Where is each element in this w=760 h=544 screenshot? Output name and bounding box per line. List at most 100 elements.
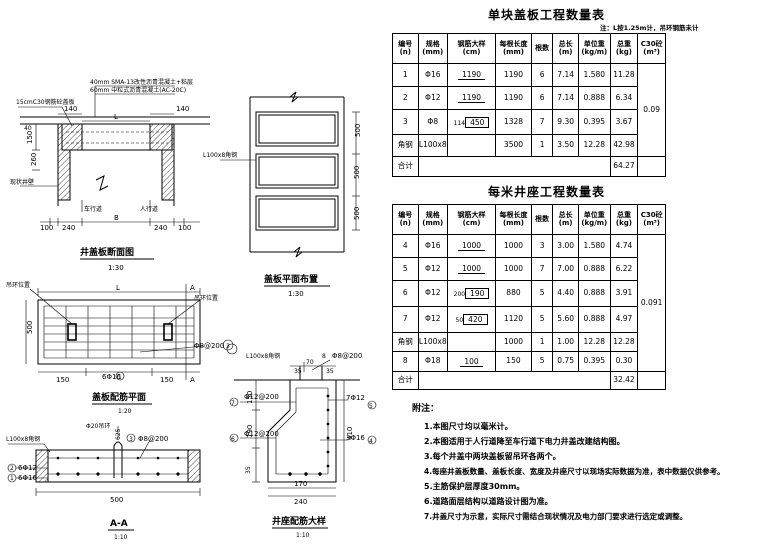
table1-title: 单块盖板工程数量表	[488, 8, 606, 22]
label-hook-left: 吊环位置	[6, 281, 30, 289]
dim-seat-70: 70	[306, 359, 314, 366]
aa-hook	[113, 441, 123, 478]
table2-title: 每米井座工程数量表	[488, 185, 606, 199]
notes: 附注： 1.本图尺寸均以毫米计。 2.本图适用于人行道降至车行道下电力井盖改建结…	[412, 402, 752, 524]
plan-title: 盖板平面布置	[264, 273, 318, 285]
t1-h-total: 总长(m)	[552, 33, 579, 64]
rebar-plan-scale: 1:20	[118, 408, 132, 415]
dim-seat-240: 240	[294, 498, 307, 506]
t2-concrete: 0.091	[637, 234, 666, 372]
label-aa-bar1-no: 1	[10, 475, 14, 482]
dim-plan-500-b: 500	[353, 166, 361, 179]
section-drawing: 40mm SMA-13改性沥青混凝土+粘层 60mm 中粒式沥青混凝土(AC-2…	[10, 78, 210, 272]
t1-h-concrete: C30砼(m³)	[637, 33, 666, 64]
seat-left	[57, 123, 83, 201]
label-layer1: 40mm SMA-13改性沥青混凝土+粘层	[90, 78, 193, 86]
note-item: 6.道路面层结构以道路设计图为准。	[424, 497, 553, 506]
label-rebar-bar3: Φ8@200	[194, 342, 224, 350]
label-seat-bar6-no: 6	[231, 436, 235, 443]
t1-h-len: 每根长度(mm)	[495, 33, 532, 64]
seat-scale: 1:10	[296, 532, 310, 539]
dim-seat-170: 170	[294, 480, 307, 488]
seat-angle	[299, 366, 323, 381]
t1-concrete: 0.09	[637, 63, 666, 157]
aa-title: A-A	[110, 519, 128, 529]
table2: 编号(n) 规格(mm) 钢筋大样(cm) 每根长度(mm) 根数 总长(m) …	[392, 204, 666, 390]
t2-h-no: 编号(n)	[392, 204, 419, 235]
label-layer2: 60mm 中粒式沥青混凝土(AC-20C)	[90, 86, 186, 94]
t1-sum: 64.27	[609, 156, 639, 177]
label-seat-bar4: 3Φ16	[346, 434, 365, 442]
label-aa-bar2-no: 2	[10, 465, 14, 472]
t2-h-count: 根数	[530, 204, 554, 235]
label-aa-hook: Φ20吊环	[86, 423, 110, 430]
dim-rebar-L: L	[116, 284, 120, 292]
dim-seat-150: 150	[246, 391, 254, 404]
label-road: 车行道	[84, 205, 102, 213]
note-item: 5.主筋保护层厚度30mm。	[424, 482, 525, 491]
dim-40: 40	[24, 125, 32, 132]
table1-note: 注：L按1.25m计，吊环钢筋未计	[600, 24, 699, 32]
plan-drawing: L100x8角钢 500 500 500 盖板平面布置 1:30	[203, 91, 362, 298]
dim-rebar-150-right: 150	[160, 376, 173, 384]
table-row: 合计 32.42	[392, 371, 666, 390]
plan-slab-2	[255, 153, 339, 189]
t2-h-len: 每根长度(mm)	[495, 204, 532, 235]
dim-aa-500: 500	[110, 496, 123, 504]
rebar-plan-title: 盖板配筋平面	[92, 391, 146, 403]
t2-h-unit: 单位重(kg/m)	[577, 204, 611, 235]
dim-aa-625: 625	[115, 428, 122, 440]
t2-h-total: 总长(m)	[552, 204, 579, 235]
table-row: 5 Φ12 1000 1000 7 7.00 0.888 6.22	[392, 257, 666, 281]
section-scale: 1:30	[108, 264, 124, 272]
t1-h-unit: 单位重(kg/m)	[577, 33, 611, 64]
aa-slab	[35, 449, 201, 483]
dim-rebar-500: 500	[26, 321, 34, 334]
notes-heading: 附注：	[412, 404, 440, 414]
dim-140-right: 140	[176, 105, 189, 113]
t2-h-spec: 规格(mm)	[417, 204, 448, 235]
dim-240-left: 240	[62, 224, 75, 232]
aa-scale: 1:10	[114, 534, 128, 541]
dim-plan-500-c: 500	[353, 207, 361, 220]
label-aa-bar1: 6Φ16	[18, 474, 37, 482]
table-row: 2 Φ12 1190 1190 6 7.14 0.888 6.34	[392, 86, 666, 110]
dim-150: 150	[26, 131, 34, 144]
seat-outline	[267, 380, 337, 483]
label-aa-bar3: Φ8@200	[138, 435, 168, 443]
dim-B: B	[114, 214, 119, 222]
label-seat-bar5: 7Φ12	[346, 394, 365, 402]
dim-seat-190: 190	[246, 425, 254, 438]
label-rebar-bar1: 6Φ16	[102, 373, 121, 381]
table-row: 角钢 L100x8 3500 1 3.50 12.28 42.98	[392, 134, 666, 157]
dim-seat-35b: 35	[326, 368, 334, 375]
label-well-wall: 现状井壁	[10, 178, 34, 186]
label-aa-bar3-no: 3	[129, 436, 133, 443]
section-mark-top: A	[190, 284, 195, 292]
t2-h-concrete: C30砼(m³)	[637, 204, 666, 235]
label-slab: 15cmC30钢筋砼盖板	[16, 98, 75, 106]
label-aa-angle: L100x8角钢	[6, 435, 40, 443]
rebar-slab-outline	[37, 299, 201, 365]
dim-100-right: 100	[178, 224, 191, 232]
t2-h-shape: 钢筋大样(cm)	[446, 204, 497, 235]
label-seat-bar8-no: 8	[322, 353, 326, 360]
seat-title: 井座配筋大样	[272, 515, 326, 527]
t1-h-weight: 总重(kg)	[609, 33, 639, 64]
label-seat-bar7: Φ12@200	[244, 393, 279, 401]
note-item: 1.本图尺寸均以毫米计。	[424, 422, 513, 431]
label-seat-bar4-no: 4	[369, 438, 373, 445]
seat-right	[149, 123, 175, 201]
dim-240-right: 240	[154, 224, 167, 232]
dim-plan-500-a: 500	[354, 124, 362, 137]
rebar-plan-drawing: 吊环位置 吊环位置 L 500 150 150 6Φ16 1 Φ8@200 3 …	[6, 281, 234, 415]
t2-h-weight: 总重(kg)	[609, 204, 639, 235]
aa-drawing: L100x8角钢 Φ20吊环 Φ8@200 3 6Φ12 2 6Φ16 1 62…	[6, 423, 201, 541]
label-seat-bar8: Φ8@200	[332, 352, 362, 360]
dim-L: L	[114, 113, 118, 121]
label-plan-angle: L100x8角钢	[203, 151, 237, 159]
dim-260: 260	[30, 153, 38, 166]
table-row: 1 Φ16 1190 1190 6 7.14 1.580 11.28 0.09	[392, 63, 666, 157]
